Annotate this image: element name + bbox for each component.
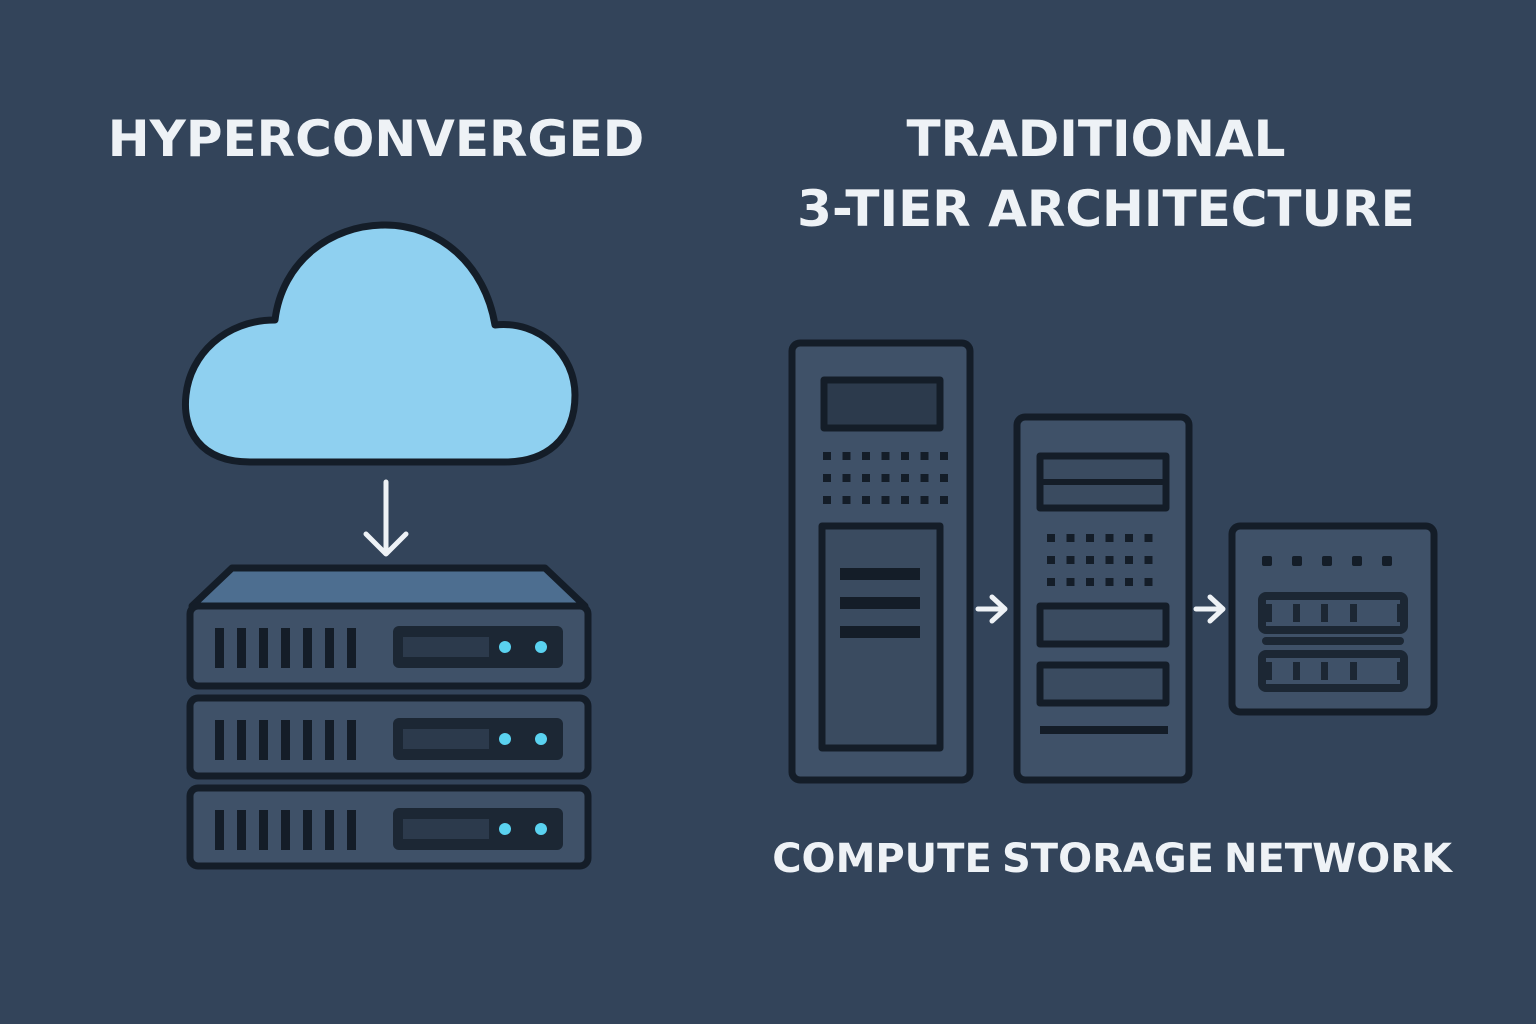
server-unit	[186, 784, 592, 870]
vent-slot	[347, 810, 356, 850]
down-arrow-icon	[363, 479, 409, 557]
traditional-title-line1: TRADITIONAL	[906, 110, 1285, 168]
vent-slot	[281, 720, 290, 760]
vent-slot	[281, 628, 290, 668]
vent-slot	[259, 720, 268, 760]
status-led	[535, 641, 547, 653]
vent-slot	[215, 628, 224, 668]
network-label: NETWORK	[1224, 836, 1454, 882]
storage-label: STORAGE	[1002, 836, 1214, 882]
port-led	[1292, 556, 1302, 566]
compute-server	[788, 339, 974, 784]
vent-slot	[303, 628, 312, 668]
storage-server	[1013, 413, 1193, 784]
port-led	[1382, 556, 1392, 566]
port-led	[1352, 556, 1362, 566]
vent-slot	[347, 628, 356, 668]
vent-slot	[237, 720, 246, 760]
port-led	[1262, 556, 1272, 566]
server-unit	[186, 694, 592, 780]
right-arrow-icon	[975, 594, 1008, 624]
status-led	[535, 733, 547, 745]
vent-slot	[281, 810, 290, 850]
vent-slot	[259, 810, 268, 850]
network-switch	[1228, 522, 1438, 716]
vent-slot	[325, 810, 334, 850]
cloud-icon	[181, 221, 579, 466]
vent-slot	[325, 720, 334, 760]
vent-slot	[237, 628, 246, 668]
traditional-title-line2: 3-TIER ARCHITECTURE	[797, 180, 1415, 238]
vent-slot	[215, 720, 224, 760]
compute-label: COMPUTE	[772, 836, 992, 882]
hyperconverged-server-stack	[186, 564, 592, 870]
vent-slot	[303, 810, 312, 850]
vent-slot	[259, 628, 268, 668]
vent-slot	[347, 720, 356, 760]
port-led	[1322, 556, 1332, 566]
status-led	[499, 733, 511, 745]
status-led	[499, 641, 511, 653]
hyperconverged-title: HYPERCONVERGED	[108, 110, 644, 168]
vent-slot	[325, 628, 334, 668]
vent-slot	[237, 810, 246, 850]
vent-slot	[303, 720, 312, 760]
status-led	[535, 823, 547, 835]
server-unit	[186, 602, 592, 690]
vent-slot	[215, 810, 224, 850]
right-arrow-icon	[1193, 594, 1226, 624]
server-top	[188, 564, 589, 610]
status-led	[499, 823, 511, 835]
